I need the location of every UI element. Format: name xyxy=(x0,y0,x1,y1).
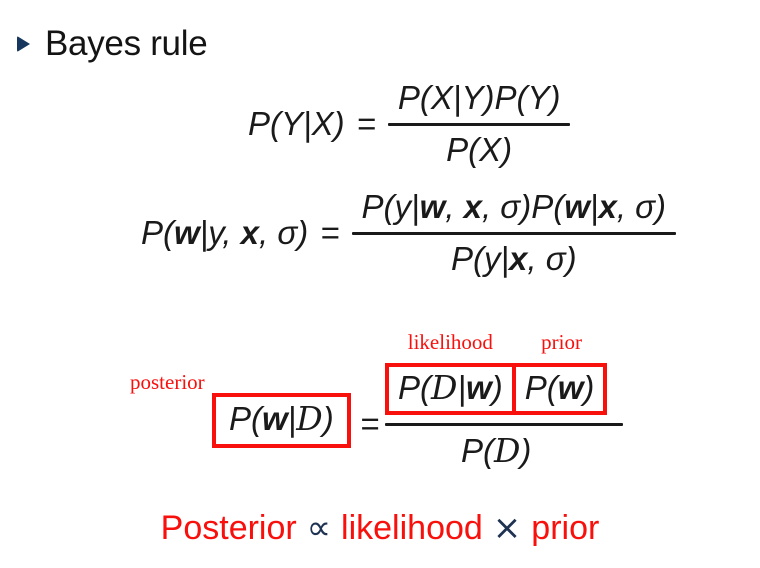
math-text: |y, xyxy=(199,214,241,251)
eq3-denominator: P(D) xyxy=(461,426,531,470)
math-text: ) xyxy=(520,432,532,469)
likelihood-cell: likelihood P(D|w) xyxy=(385,331,516,415)
math-text: | xyxy=(457,369,467,406)
vector-w: w xyxy=(564,188,590,225)
eq3-lhs: P(w|D) xyxy=(229,399,334,438)
math-text: ) xyxy=(583,369,595,406)
eq1-denominator: P(X) xyxy=(446,131,513,168)
math-text: , xyxy=(445,188,464,225)
footer-posterior: Posterior xyxy=(160,509,297,547)
math-text: ) xyxy=(491,369,503,406)
vector-w: w xyxy=(557,369,584,406)
math-text: P( xyxy=(141,214,174,251)
eq2-denominator: P(y|x, σ) xyxy=(451,235,577,278)
prior-label: prior xyxy=(541,330,582,354)
math-text: | xyxy=(589,188,599,225)
equation-regression-posterior: P(w|y, x, σ) = P(y|w, x, σ)P(w|x, σ) P(y… xyxy=(141,188,677,278)
eq2-numerator: P(y|w, x, σ)P(w|x, σ) xyxy=(352,188,677,232)
vector-x: x xyxy=(463,188,482,225)
math-text: P(y| xyxy=(361,188,420,225)
page-title: Bayes rule xyxy=(45,24,208,63)
multiply-symbol: × xyxy=(492,508,522,548)
proportional-to-symbol: ∝ xyxy=(306,508,332,548)
posterior-red-box: P(w|D) xyxy=(212,393,351,448)
math-text: , σ)P( xyxy=(481,188,565,225)
script-D: D xyxy=(493,431,521,470)
math-text: , σ) xyxy=(259,214,309,251)
equals-sign: = xyxy=(360,405,380,442)
eq3-numerator: likelihood P(D|w) prior P(w) xyxy=(385,330,608,415)
math-text: , σ) xyxy=(527,240,577,277)
script-D: D xyxy=(431,368,458,407)
math-text: P(y| xyxy=(450,240,510,277)
vector-x: x xyxy=(240,214,259,251)
likelihood-red-box: P(D|w) xyxy=(385,363,516,415)
footer-likelihood: likelihood xyxy=(341,509,483,547)
math-text: ) xyxy=(322,400,334,437)
math-text: | xyxy=(287,400,297,437)
math-text: P( xyxy=(229,400,262,437)
math-text: P( xyxy=(524,369,558,406)
eq1-numerator: P(X|Y)P(Y) xyxy=(397,79,561,116)
script-D: D xyxy=(296,399,323,438)
bullet-triangle-icon xyxy=(17,36,30,52)
likelihood-label: likelihood xyxy=(407,330,493,354)
posterior-label: posterior xyxy=(130,370,205,394)
eq2-lhs: P(w|y, x, σ) xyxy=(141,214,308,252)
vector-w: w xyxy=(262,400,288,437)
vector-w: w xyxy=(174,214,200,251)
equals-sign: = xyxy=(320,214,340,251)
footer-prior: prior xyxy=(531,509,600,547)
math-text: , σ) xyxy=(616,188,667,225)
vector-w: w xyxy=(419,188,446,225)
fraction-bar xyxy=(385,423,624,426)
vector-x: x xyxy=(509,240,528,277)
eq2-fraction: P(y|w, x, σ)P(w|x, σ) P(y|x, σ) xyxy=(351,188,677,278)
footer-summary: Posterior∝likelihood×prior xyxy=(0,508,760,548)
eq1-lhs: P(Y|X) xyxy=(248,105,345,142)
likelihood-term: P(D|w) xyxy=(398,368,503,407)
title-row: Bayes rule xyxy=(17,24,208,64)
fraction-bar xyxy=(387,123,571,126)
math-text: P( xyxy=(460,432,494,469)
prior-term: P(w) xyxy=(525,369,595,406)
eq1-fraction: P(X|Y)P(Y) P(X) xyxy=(387,79,571,169)
fraction-bar xyxy=(351,232,677,235)
prior-red-box: P(w) xyxy=(511,363,608,415)
equals-sign: = xyxy=(356,105,376,142)
prior-cell: prior P(w) xyxy=(511,330,608,415)
equation-bayes-general: P(Y|X) = P(X|Y)P(Y) P(X) xyxy=(248,79,571,169)
eq3-fraction: likelihood P(D|w) prior P(w) P(D) xyxy=(385,330,624,470)
vector-w: w xyxy=(466,369,492,406)
math-text: P( xyxy=(398,369,431,406)
vector-x: x xyxy=(598,188,617,225)
